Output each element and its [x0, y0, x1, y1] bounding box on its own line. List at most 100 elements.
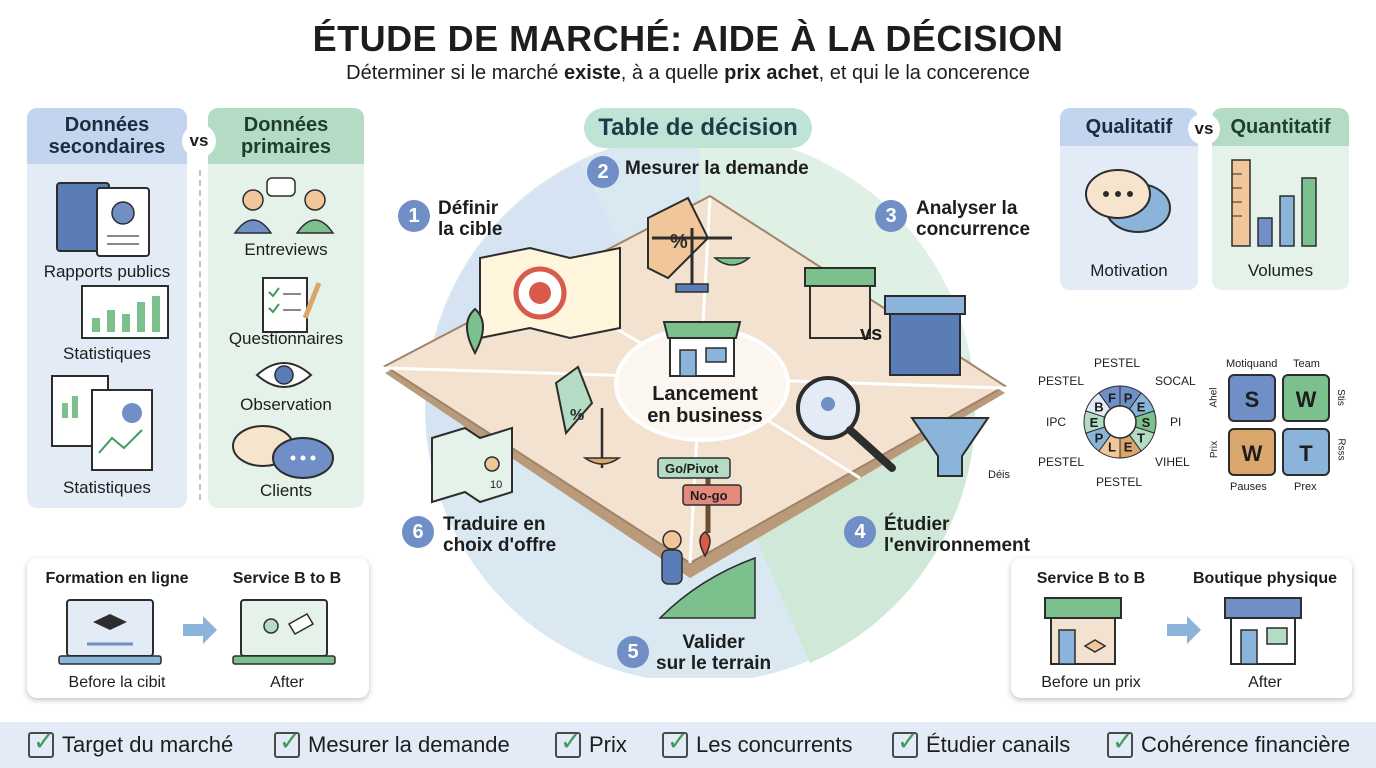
arrow-right-icon: [183, 616, 217, 644]
check-icon: ✓: [892, 726, 919, 758]
checklist-label: Les concurrents: [696, 732, 853, 757]
walking-person-icon: [658, 530, 756, 619]
pestel-label-top: PESTEL: [1094, 356, 1141, 370]
route-map-code: 10: [490, 479, 502, 491]
pestel-letter: P: [1095, 430, 1104, 445]
checklist-label: Prix: [589, 732, 627, 757]
checklist-item-price[interactable]: ✓ Prix: [555, 726, 627, 758]
table-title-pill: Table de décision: [584, 108, 812, 148]
vs-label-right: vs: [1188, 113, 1220, 145]
step-4-number: 4: [844, 516, 876, 548]
qualitative-label: Motivation: [1090, 261, 1168, 280]
laptop-service-icon: [232, 599, 336, 665]
svg-text:%: %: [570, 407, 584, 424]
magnifier-icon: [796, 376, 896, 472]
card-left-after-title: Service B to B: [232, 570, 342, 587]
primary-item-observation: Observation: [240, 395, 332, 414]
check-icon: ✓: [555, 726, 582, 758]
pestel-letter: F: [1108, 390, 1116, 405]
secondary-item-stats-2: Statistiques: [63, 478, 151, 497]
shop-handshake-icon: [1044, 597, 1122, 665]
report-icon: [56, 182, 150, 257]
checklist-item-channels[interactable]: ✓ Étudier canails: [892, 726, 1071, 758]
svg-text:%: %: [670, 231, 688, 253]
pestel-letter: B: [1094, 400, 1103, 415]
secondary-item-stats-1: Statistiques: [63, 344, 151, 363]
market-stall-blue-icon: [884, 295, 966, 376]
checklist-item-competitors[interactable]: ✓Les concurrents: [662, 726, 853, 758]
left-panel-icons: [51, 177, 335, 479]
vs-label-left: vs: [182, 124, 216, 158]
bar-chart-icon: [81, 285, 169, 339]
panel-divider: [199, 170, 201, 500]
qualitative-header: Qualitatif: [1060, 108, 1198, 146]
checklist-item-finance[interactable]: ✓ Cohérence financière: [1107, 726, 1351, 758]
pestel-letter: E: [1090, 415, 1099, 430]
swot-label-left-bottom: Prix: [1209, 440, 1221, 459]
pestel-letter: E: [1137, 400, 1146, 415]
route-map-icon: [431, 426, 513, 504]
secondary-item-reports: Rapports publics: [43, 262, 171, 281]
checklist-label: Target du marché: [62, 732, 234, 757]
check-icon: ✓: [274, 726, 301, 758]
scale-icon: [652, 228, 752, 293]
checklist-item-demand[interactable]: ✓ Mesurer la demande: [274, 726, 510, 758]
swot-cell-weaknesses: W: [1282, 374, 1330, 422]
card-right-after-label: After: [1248, 674, 1282, 691]
store-icon: [662, 321, 742, 377]
ruler-bars-icon: [1231, 159, 1317, 247]
pestel-letter: P: [1124, 390, 1133, 405]
go-pivot-sign: [657, 457, 731, 479]
step-1-number: 1: [398, 200, 430, 232]
no-go-label: No-go: [690, 488, 728, 503]
checklist-label: Cohérence financière: [1141, 732, 1351, 757]
decision-diagram: % vs Déis % 10 Go/Pivot No-go: [383, 133, 1011, 678]
competition-vs-label: vs: [860, 323, 882, 345]
speech-bubbles-icon: [232, 425, 334, 479]
card-left-before-label: Before la cibit: [68, 674, 166, 691]
page-subtitle: Déterminer si le marché existe, à a quel…: [346, 62, 1030, 84]
pestel-letter: S: [1142, 415, 1151, 430]
pestel-label-left: IPC: [1046, 415, 1067, 429]
card-left-after-label: After: [270, 674, 304, 691]
checklist-item-target[interactable]: ✓ Target du marché: [28, 726, 234, 758]
card-left-before-title: Formation en ligne: [45, 570, 189, 587]
map-target-icon: [466, 246, 621, 356]
step-2-number: 2: [587, 156, 619, 188]
checklist-label: Mesurer la demande: [308, 732, 510, 757]
swot-label-bottom-right: Prex: [1294, 481, 1317, 493]
check-icon: ✓: [28, 726, 55, 758]
laptop-graduation-icon: [58, 599, 162, 665]
checklist-label: Étudier canails: [926, 732, 1071, 757]
step-3-number: 3: [875, 200, 907, 232]
step-5-number: 5: [617, 636, 649, 668]
step-6-number: 6: [402, 516, 434, 548]
pestel-label-top-right: SOCAL: [1155, 374, 1196, 388]
primary-item-clients: Clients: [260, 481, 312, 500]
questionnaire-icon: [262, 277, 322, 333]
primary-item-questionnaires: Questionnaires: [228, 329, 344, 348]
card-right-after-title: Boutique physique: [1193, 570, 1337, 587]
pestel-label-top-left: PESTEL: [1038, 374, 1085, 388]
page-title: ÉTUDE DE MARCHÉ: AIDE À LA DÉCISION: [312, 18, 1064, 59]
step-2-label: Mesurer la demande: [625, 158, 809, 179]
percent-scale-icon: %: [554, 365, 622, 468]
no-go-sign: [682, 484, 742, 506]
swot-label-bottom-left: Pauses: [1230, 481, 1267, 493]
pestel-letter: E: [1124, 440, 1133, 455]
market-stall-green-icon: [804, 267, 876, 339]
check-icon: ✓: [1107, 726, 1134, 758]
swot-cell-threats: T: [1282, 428, 1330, 476]
card-right-icons: [1044, 597, 1302, 665]
pestel-label-bottom-right: VIHEL: [1155, 455, 1190, 469]
pestel-label-bottom: PESTEL: [1096, 475, 1143, 489]
swot-label-top-right: Team: [1293, 358, 1320, 370]
swot-label-top-left: Motiquand: [1226, 358, 1278, 370]
card-right-before-label: Before un prix: [1041, 674, 1141, 691]
